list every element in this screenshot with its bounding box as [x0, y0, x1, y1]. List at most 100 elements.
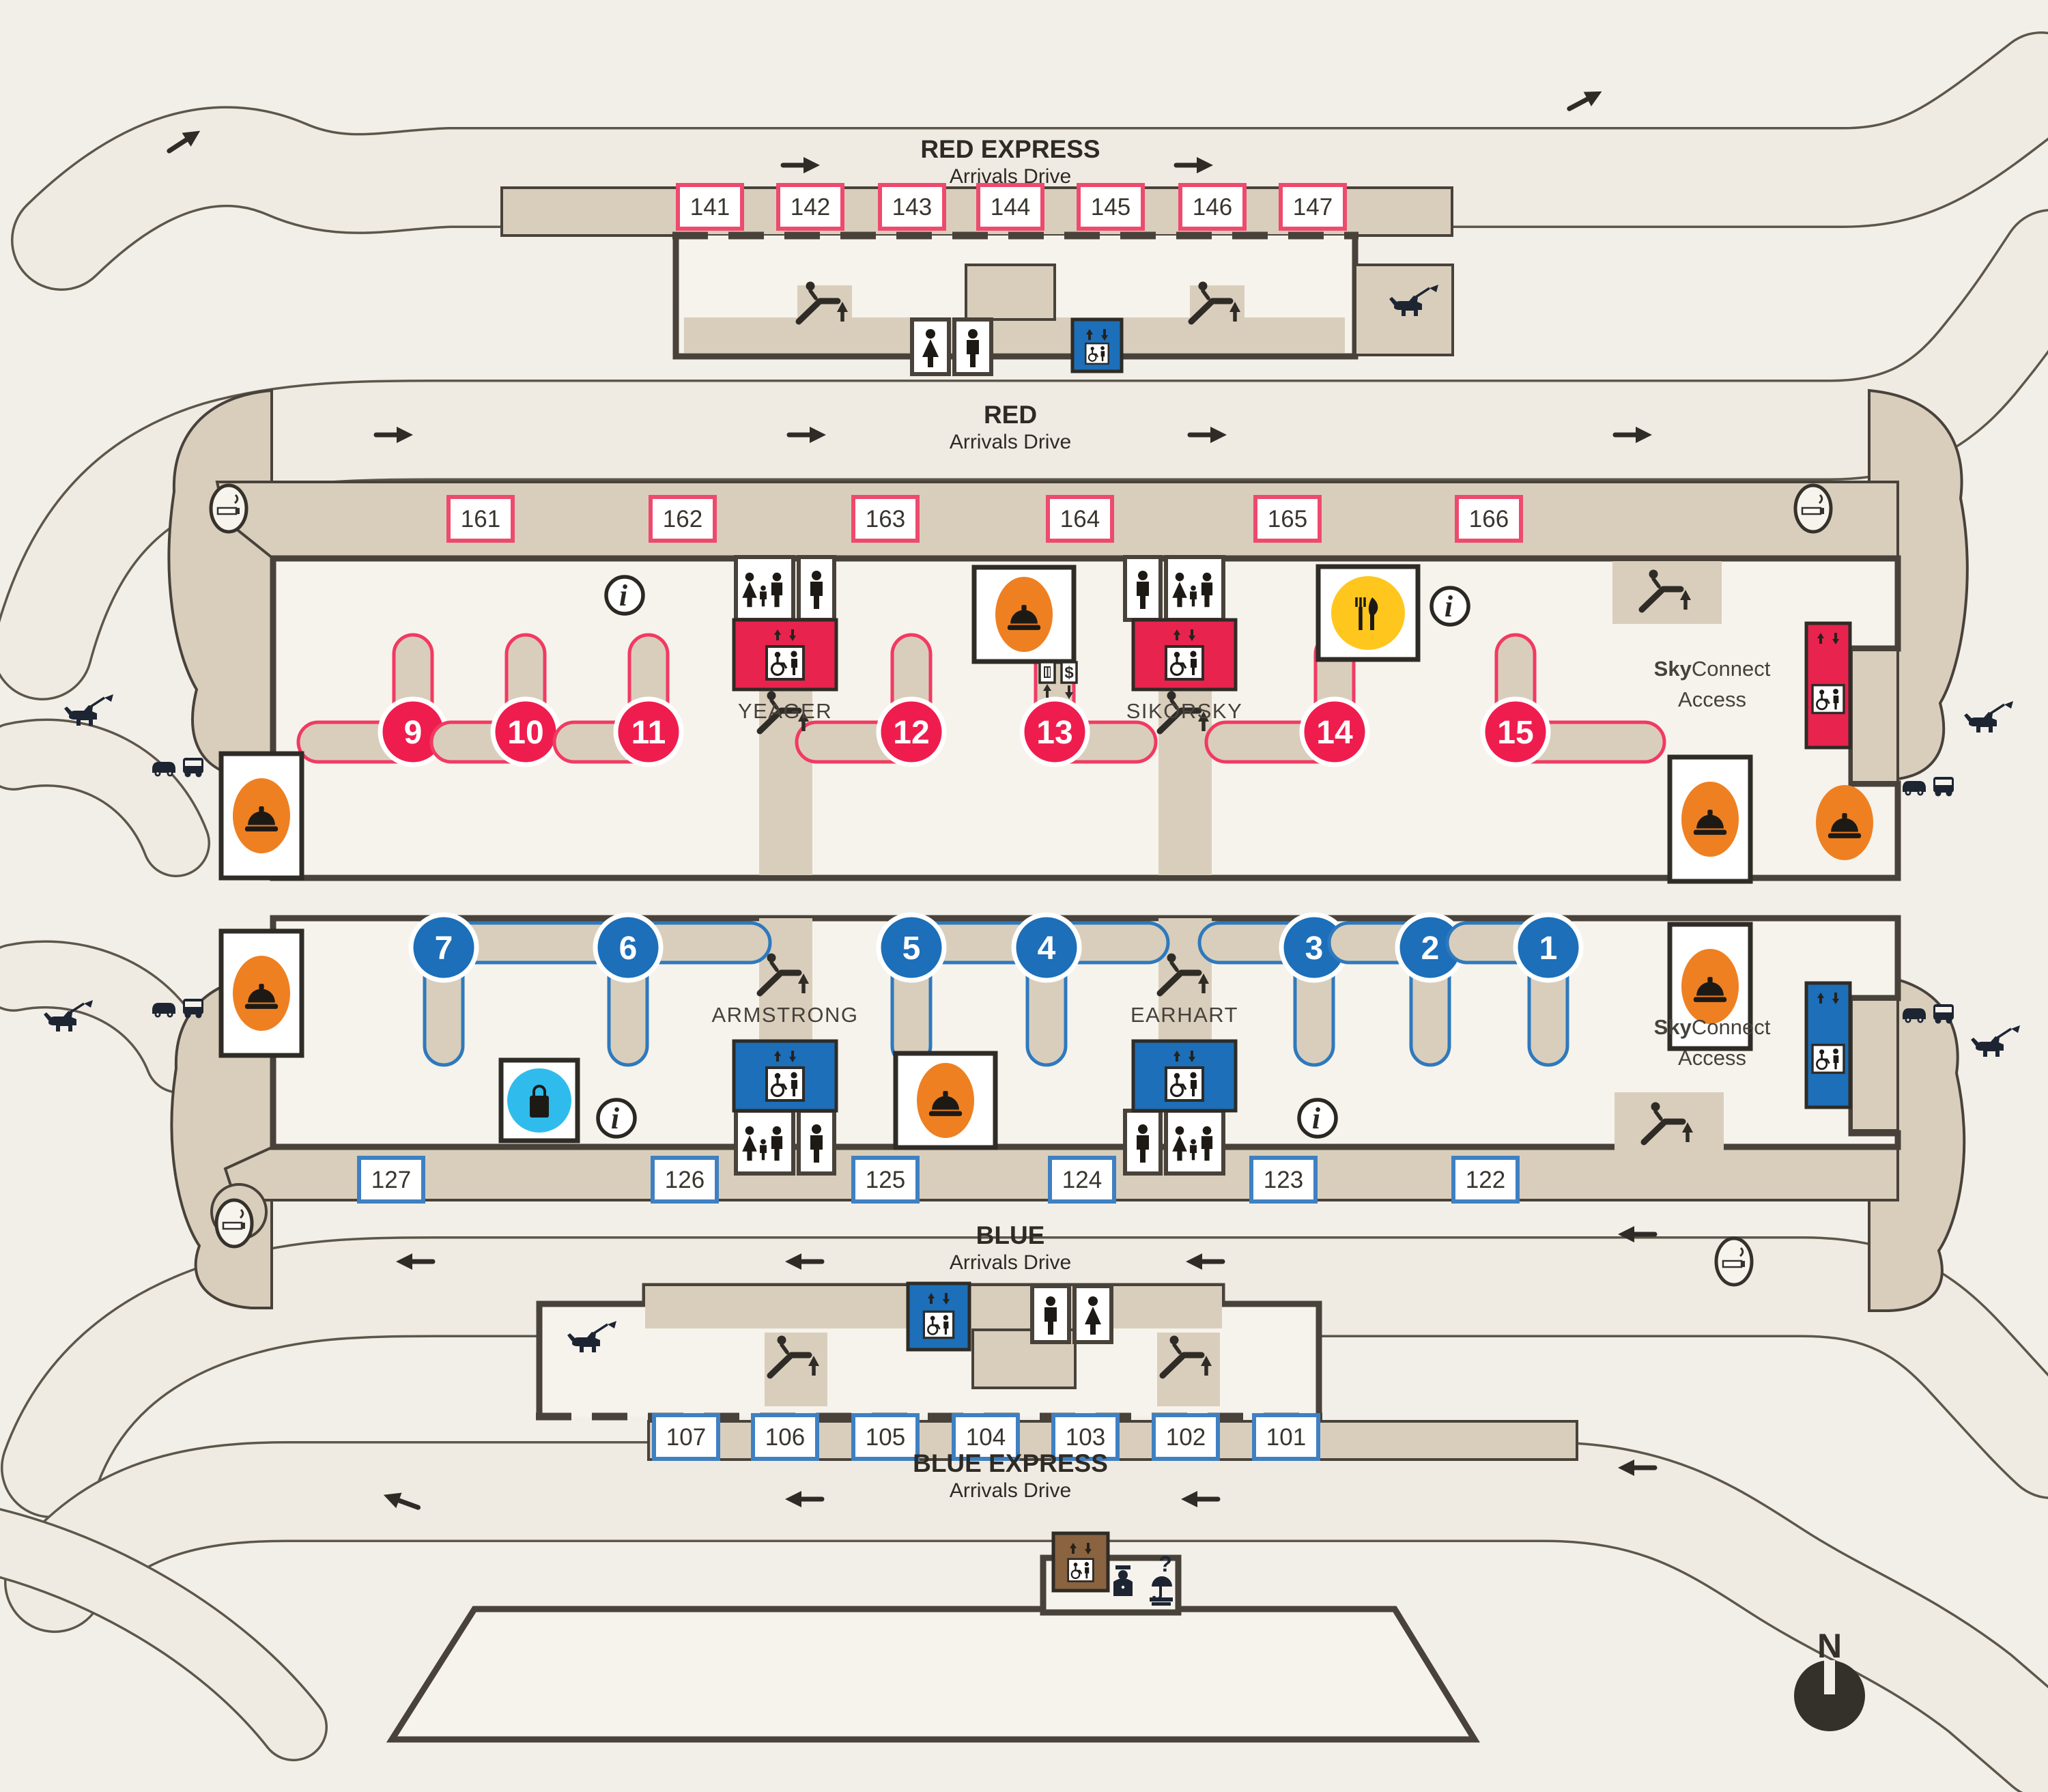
- door-number: 145: [1091, 194, 1130, 221]
- south-terminal-elevator: [1051, 1531, 1110, 1593]
- door-number: 103: [1066, 1424, 1105, 1451]
- red-express-center-block: [965, 264, 1056, 321]
- svg-text:i: i: [619, 579, 628, 612]
- roads: [0, 31, 2048, 1792]
- carousel-15: 15: [1480, 633, 1666, 767]
- carousel-number-circle: [1299, 696, 1370, 767]
- elevator-block: [1070, 317, 1124, 373]
- baggage-service-office: [971, 565, 1077, 664]
- facility-units: [732, 317, 1852, 1593]
- information-icon: i: [1297, 1098, 1338, 1139]
- carousel-number: 1: [1539, 930, 1558, 967]
- carousel-number-circle: [593, 912, 664, 983]
- door-number: 124: [1062, 1167, 1102, 1193]
- carousel-number: 14: [1316, 715, 1353, 751]
- restroom-men: [797, 1109, 836, 1176]
- carousel-1: 1: [1445, 912, 1584, 1067]
- drive-label-red: RED: [984, 401, 1037, 429]
- door-number: 105: [866, 1424, 905, 1451]
- restroom-men: [1123, 1109, 1163, 1176]
- shopping: [498, 1057, 580, 1143]
- area-label-earhart: EARHART: [1130, 1003, 1238, 1027]
- carousel-14: 14: [1204, 633, 1370, 767]
- drive-sublabel-blue-express: Arrivals Drive: [950, 1479, 1071, 1502]
- restroom-women: [910, 317, 951, 376]
- door-number: 101: [1266, 1424, 1306, 1451]
- door-number: 146: [1193, 194, 1232, 221]
- door-122: 122: [1451, 1156, 1520, 1204]
- carousel-number: 5: [902, 930, 921, 967]
- blue-express-elevator: [906, 1281, 971, 1352]
- carousel-number: 2: [1421, 930, 1440, 967]
- svg-text:i: i: [1445, 590, 1453, 623]
- red-express-inner-band: [684, 317, 1345, 353]
- door-144: 144: [976, 183, 1044, 231]
- restroom-family: [1164, 555, 1225, 622]
- door-105: 105: [851, 1413, 920, 1461]
- door-number: 142: [791, 194, 830, 221]
- door-102: 102: [1152, 1413, 1220, 1461]
- door-number: 166: [1469, 506, 1509, 532]
- door-126: 126: [651, 1156, 719, 1204]
- door-106: 106: [751, 1413, 819, 1461]
- yeager-elevator: [732, 618, 838, 692]
- door-number: 122: [1466, 1167, 1505, 1193]
- carousel-number-circle: [1480, 696, 1551, 767]
- pet-relief-icon: [1969, 1024, 2021, 1058]
- carousel-6: 6: [593, 912, 772, 1067]
- door-161: 161: [446, 495, 515, 543]
- door-164: 164: [1046, 495, 1114, 543]
- svg-text:i: i: [611, 1102, 620, 1135]
- door-103: 103: [1051, 1413, 1120, 1461]
- smoking-area-icon: [216, 1200, 252, 1247]
- carousel-4: 4: [1011, 912, 1170, 1067]
- door-145: 145: [1077, 183, 1145, 231]
- door-number: 143: [892, 194, 932, 221]
- information-icon: i: [1430, 586, 1470, 627]
- carousel-2: 2: [1327, 912, 1466, 1067]
- skyconnect-red-elevator: [1804, 621, 1852, 750]
- information-icon: i: [604, 575, 645, 616]
- door-number: 102: [1166, 1424, 1206, 1451]
- carousel-number: 10: [507, 715, 543, 751]
- facility-icons: i i i i: [42, 84, 2021, 1607]
- baggage-service-office: [1667, 922, 1753, 1051]
- ground-transport-icon: [152, 758, 203, 778]
- drive-label-blue: BLUE: [976, 1221, 1045, 1249]
- map-labels: RED EXPRESS Arrivals Drive RED Arrivals …: [712, 135, 1865, 1731]
- door-163: 163: [851, 495, 920, 543]
- smoking-area-icon: [211, 485, 246, 532]
- carousel-number: 15: [1497, 715, 1533, 751]
- restroom-men: [1123, 555, 1163, 622]
- door-number: 162: [663, 506, 702, 532]
- pet-relief-icon: [1963, 700, 2015, 734]
- skyconnect-blue-elevator: [1804, 981, 1852, 1109]
- restroom-men: [952, 317, 993, 376]
- door-107: 107: [652, 1413, 720, 1461]
- carousel-9: 9: [296, 633, 449, 767]
- door-146: 146: [1178, 183, 1247, 231]
- carousel-12: 12: [795, 633, 947, 767]
- carousel-number-circle: [1513, 912, 1584, 983]
- ground-transport-icon: [1903, 777, 1954, 797]
- upper-terminal-elevator: [1070, 317, 1124, 373]
- skyconnect-blue-label: SkyConnect: [1654, 1015, 1771, 1039]
- smoking-area-icon: [1716, 1238, 1752, 1285]
- armstrong-elevator: [732, 1039, 838, 1113]
- compass-north-label: N: [1817, 1627, 1842, 1665]
- door-123: 123: [1249, 1156, 1318, 1204]
- carousel-number-circle: [876, 912, 947, 983]
- area-label-yeager: YEAGER: [738, 699, 832, 723]
- carousel-number: 13: [1036, 715, 1072, 751]
- drive-sublabel-blue: Arrivals Drive: [950, 1251, 1071, 1274]
- information-icon: i: [596, 1098, 637, 1139]
- drive-label-red-express: RED EXPRESS: [920, 135, 1100, 163]
- baggage-service-bell-icon: [1816, 785, 1873, 860]
- carousel-number: 6: [619, 930, 638, 967]
- carousel-number: 4: [1038, 930, 1056, 967]
- baggage-service-office: [1667, 754, 1753, 884]
- blue-skyconnect-notch: [1850, 998, 1899, 1132]
